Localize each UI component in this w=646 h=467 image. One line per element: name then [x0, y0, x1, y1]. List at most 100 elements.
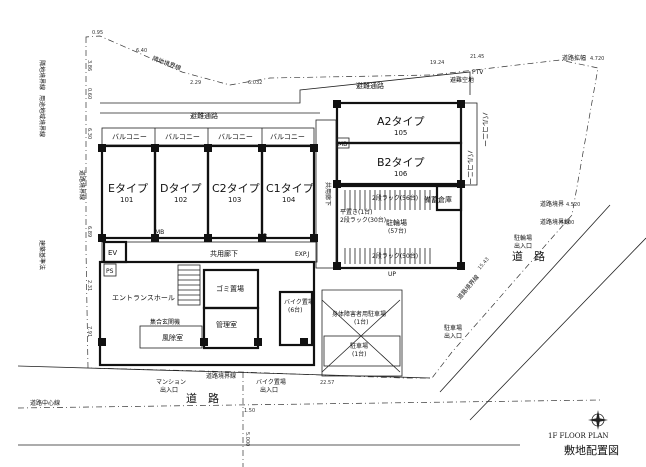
storage-room-outline: [435, 184, 463, 212]
common-corridor-label: 共用廊下: [210, 249, 238, 258]
road-center-label: 道路中心線: [30, 399, 60, 407]
land-boundary-left-label: 隣地境界線: [38, 60, 46, 90]
parking-count: (1台): [352, 350, 367, 358]
zone-boundary-label: 用途地域境界線: [38, 95, 46, 137]
mb-box-east: [336, 137, 350, 149]
parking-entrance-line2: 出入口: [444, 332, 462, 340]
common-corridor-2-label: 共用廊下: [324, 182, 332, 206]
road-boundary-right-label: 道路境界線: [540, 218, 570, 226]
bike-rack-lower-label: 2段ラック(50台): [372, 252, 418, 260]
unit-101-type: Eタイプ: [108, 182, 148, 195]
trash-storage-label: ゴミ置場: [216, 284, 244, 293]
ptv-label: PTV: [472, 69, 484, 76]
dim-left6: 2.31: [86, 280, 92, 291]
road-line-right-label: 道路境界線: [455, 273, 480, 301]
up-label: UP: [388, 271, 396, 278]
balcony-label-1: バルコニー: [112, 133, 147, 141]
ev-label: EV: [108, 249, 117, 257]
lower-block-outline: [98, 260, 316, 367]
road-right-label: 道 路: [512, 249, 545, 263]
unit-105-number: 105: [394, 129, 407, 137]
bicycle-parking-label: 駐輪場: [386, 218, 407, 227]
ps-room: [103, 263, 117, 277]
mb-label-3: MB: [338, 141, 347, 148]
dim-bottom3: 5.000: [244, 432, 250, 446]
road-boundary-left-label: 道路境界線: [78, 170, 86, 200]
dim-top3: 2.29: [190, 80, 201, 86]
unit-102-type: Dタイプ: [160, 182, 201, 195]
evac-space-label: 避難空地: [450, 76, 474, 84]
ev-room: [102, 240, 128, 264]
balcony-label-4: バルコニー: [270, 133, 305, 141]
wind-room-label: 風除室: [162, 333, 183, 342]
unit-106-type: B2タイプ: [377, 156, 425, 169]
road-bottom-label: 道 路: [186, 391, 219, 405]
bicycle-entrance-line1: 駐輪場: [514, 234, 532, 242]
balcony-label-5: バルコニー: [481, 112, 489, 147]
dim-left1: 3.86: [86, 60, 92, 71]
bike-rack-upper-hatch: [344, 190, 431, 210]
bike-storage-count: (6台): [288, 306, 303, 314]
mb-label-2: MB: [258, 233, 267, 240]
unit-104-number: 104: [282, 196, 296, 204]
plan-title-en: 1F FLOOR PLAN: [548, 432, 609, 440]
bike-rack-lower2-label: 2段ラック(30台): [340, 216, 386, 224]
balcony-label-2: バルコニー: [165, 133, 200, 141]
unit-103-type: C2タイプ: [212, 182, 260, 195]
unit-104-outline: [260, 144, 316, 240]
dim-left3: 6.30: [86, 128, 92, 139]
land-boundary-top-label: 隣地境界線: [151, 54, 182, 72]
dim-left2: 0.60: [86, 88, 92, 99]
evac-route-top-label: 避難通路: [356, 81, 384, 90]
dim-right2: 4.500: [560, 220, 574, 226]
bike-rack-lower-hatch: [344, 248, 431, 264]
site-boundary: [85, 35, 599, 379]
auto-lock-label: 集合玄関機: [150, 318, 180, 326]
unit-105-type: A2タイプ: [377, 115, 425, 128]
dim-left5: 7.91: [86, 326, 92, 337]
dim-right3: 15.43: [477, 256, 491, 271]
unit-101-number: 101: [120, 196, 133, 204]
plan-title-ja: 敷地配置図: [564, 443, 619, 457]
parking-entrance-line1: 駐車場: [444, 324, 462, 332]
road-edge-right: [469, 237, 646, 421]
unit-103-number: 103: [228, 196, 241, 204]
dim-top5: 19.24: [430, 60, 444, 66]
bike-entrance-line2: 出入口: [260, 386, 278, 394]
parking-label: 駐車場: [350, 342, 368, 350]
east-balcony: [460, 102, 478, 186]
dim-top1: 0.95: [92, 30, 103, 36]
columns: [98, 100, 465, 346]
mansion-entrance-line2: 出入口: [160, 386, 178, 394]
unit-106-number: 106: [394, 170, 408, 178]
balcony-label-6: バルコニー: [466, 150, 474, 185]
dim-left4: 6.89: [86, 226, 92, 237]
bike-entrance-line1: バイク置場: [256, 378, 286, 386]
mb-label-1: MB: [155, 229, 164, 236]
manager-office-label: 管理室: [216, 320, 237, 329]
corridor-2-outline: [315, 119, 337, 269]
storage-label: 備蓄倉庫: [424, 195, 452, 204]
manager-room-outline: [202, 306, 260, 350]
bicycle-entrance-line2: 出入口: [514, 242, 532, 250]
road-boundary-bottom-label: 道路境界線: [206, 372, 236, 380]
building-setback-label: 建築基準法: [38, 240, 46, 270]
road-widening-label: 道路拡幅: [562, 54, 586, 62]
north-arrow-icon: [588, 410, 608, 430]
road-boundary-right-line: [439, 204, 611, 393]
dim-right1: 4.520: [566, 202, 580, 208]
dim-bottom2: 1.50: [244, 408, 255, 414]
mansion-entrance-line1: マンション: [156, 379, 186, 386]
dim-right4: 21.45: [470, 54, 484, 60]
evac-route-mid-label: 避難通路: [190, 111, 218, 120]
bike-rack-flat-label: 平置き(1台): [340, 208, 373, 216]
dim-top6: 4.720: [590, 56, 604, 62]
balcony-dividers: [154, 128, 263, 145]
parking-area: [321, 289, 403, 377]
bicycle-parking-outline: [335, 184, 463, 270]
accessible-parking-label: 身体障害者用駐車場: [332, 310, 386, 318]
dim-bottom1: 22.57: [320, 380, 334, 386]
ps-label: PS: [106, 268, 114, 275]
entrance-hall-label: エントランスホール: [112, 294, 175, 302]
